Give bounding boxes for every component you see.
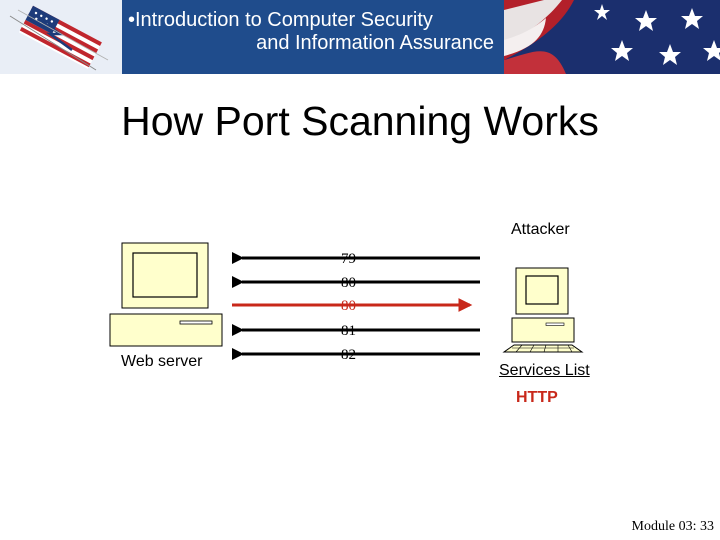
course-title-line2: and Information Assurance — [256, 32, 494, 54]
course-title-bar — [122, 0, 504, 74]
port-label: 79 — [341, 251, 356, 267]
flag-logo — [0, 0, 123, 74]
web-server-label: Web server — [121, 353, 203, 370]
attacker-computer-icon — [502, 267, 584, 353]
slide-footer: Module 03: 33 — [631, 519, 714, 534]
header-banner: •Introduction to Computer Security and I… — [0, 0, 720, 74]
port-label: 81 — [341, 323, 356, 339]
course-title-line1: •Introduction to Computer Security — [128, 9, 433, 31]
web-server-computer-icon — [109, 242, 223, 347]
port-label: 80 — [341, 275, 356, 291]
port-label-highlighted: 80 — [341, 298, 356, 314]
slide-title: How Port Scanning Works — [121, 98, 599, 144]
service-found-label: HTTP — [516, 389, 558, 406]
port-label: 82 — [341, 347, 356, 363]
attacker-label: Attacker — [511, 221, 570, 238]
scan-arrows — [232, 252, 480, 360]
flag-banner-image — [504, 0, 720, 74]
services-list-label: Services List — [499, 362, 590, 379]
